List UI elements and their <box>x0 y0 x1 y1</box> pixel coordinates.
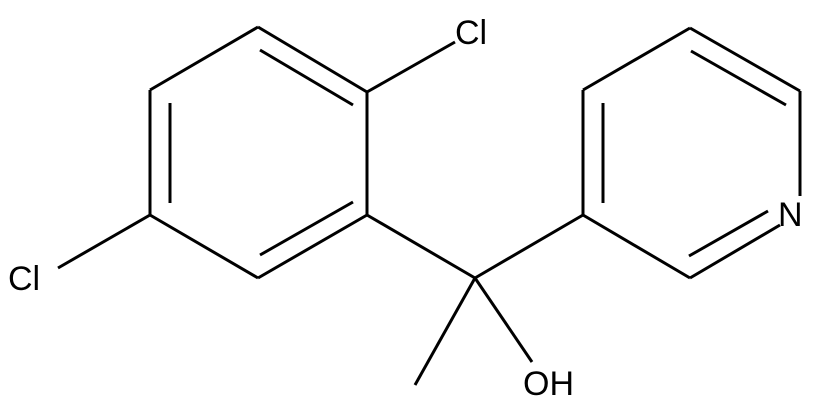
bond-ring2-f <box>582 213 691 280</box>
bond-ring1-a <box>257 25 368 94</box>
bond-ring1-to-central-carbon <box>366 213 476 280</box>
dichlorophenyl-ring <box>148 25 369 280</box>
bond-ring2-c <box>689 26 801 93</box>
bond-ring1-d <box>149 213 259 280</box>
bond-ring2-e <box>689 223 781 280</box>
bond-ring1-e <box>257 213 368 280</box>
bond-central-carbon-to-ring2 <box>474 213 584 280</box>
hydroxyl-label: OH <box>523 365 574 403</box>
bond-ring1-e-inner <box>259 200 354 257</box>
bond-central-carbon-to-oh <box>473 277 534 363</box>
bond-to-cl-top <box>366 40 456 94</box>
bond-to-cl-left <box>57 213 151 270</box>
pyridine-ring <box>581 26 802 280</box>
bond-ring2-b <box>582 26 691 92</box>
nitrogen-label: N <box>778 196 803 234</box>
bond-central-carbon-to-methyl <box>413 277 477 386</box>
bond-ring2-e-inner <box>688 209 769 258</box>
bond-ring1-b <box>149 25 259 92</box>
bond-ring2-c-inner <box>690 49 787 107</box>
chlorine-label-top: Cl <box>455 14 487 52</box>
bond-ring1-a-inner <box>259 48 354 107</box>
chlorine-label-left: Cl <box>8 260 40 298</box>
